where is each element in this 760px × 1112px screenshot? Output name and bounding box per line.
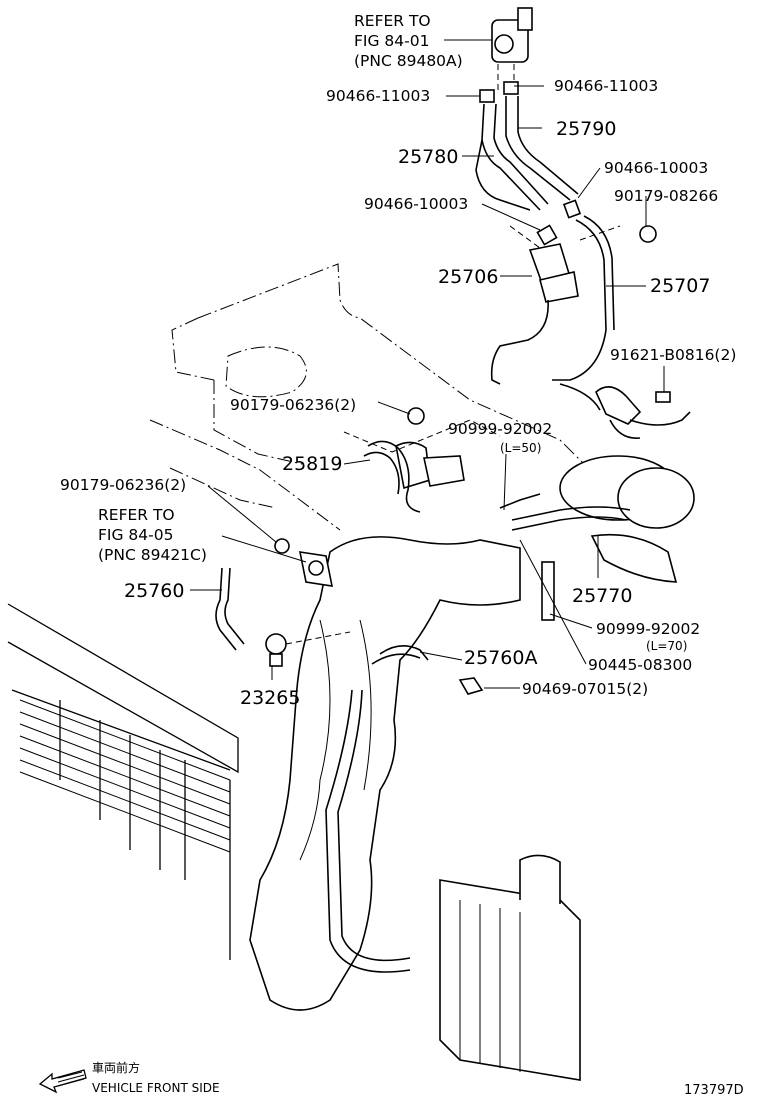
label-90179-08266: 90179-08266 <box>614 187 718 205</box>
label-25760a: 25760A <box>464 647 537 669</box>
intake-manifold-body <box>249 536 521 1011</box>
label-90999-92002-upper: 90999-92002 <box>448 420 552 438</box>
bracket-25706-25707 <box>490 215 657 385</box>
refer-fig-84-01-line2: FIG 84-01 <box>354 32 429 50</box>
label-90999-92002-lower: 90999-92002 <box>596 620 700 638</box>
sensor-bracket-right <box>559 383 691 439</box>
engine-outline <box>149 263 591 531</box>
radiator-grille <box>7 603 239 960</box>
illustration-id: 173797D <box>684 1083 744 1098</box>
label-90469-07015: 90469-07015(2) <box>522 680 648 698</box>
canister-lower-right <box>439 854 581 1081</box>
vsv-assembly-top <box>491 7 533 90</box>
label-90179-06236-lower: 90179-06236(2) <box>60 476 186 494</box>
refer-fig-84-01-line3: (PNC 89480A) <box>354 52 463 70</box>
refer-fig-84-05-line1: REFER TO <box>98 506 175 524</box>
arrow-left-icon <box>38 1069 87 1094</box>
label-25780: 25780 <box>398 146 458 168</box>
hose-25760-part <box>215 567 245 651</box>
label-25760: 25760 <box>124 580 184 602</box>
intake-pipe-25770 <box>499 455 695 621</box>
vsv-25819 <box>343 407 501 513</box>
hose-25780-25790 <box>475 81 582 246</box>
label-90179-06236-upper: 90179-06236(2) <box>230 396 356 414</box>
label-90466-10003-left: 90466-10003 <box>364 195 468 213</box>
label-23265: 23265 <box>240 687 300 709</box>
label-90466-11003-right: 90466-11003 <box>554 77 658 95</box>
label-91621-b0816: 91621-B0816(2) <box>610 346 736 364</box>
label-90466-11003-left: 90466-11003 <box>326 87 430 105</box>
refer-fig-84-01-line1: REFER TO <box>354 12 431 30</box>
label-25706: 25706 <box>438 266 498 288</box>
label-25790: 25790 <box>556 118 616 140</box>
vehicle-front-side-label: VEHICLE FRONT SIDE <box>92 1081 220 1095</box>
label-90445-08300: 90445-08300 <box>588 656 692 674</box>
leader-lines <box>190 39 665 695</box>
refer-fig-84-05-line3: (PNC 89421C) <box>98 546 207 564</box>
vehicle-front-side-jp: 車両前方 <box>92 1060 140 1075</box>
label-25707: 25707 <box>650 275 710 297</box>
label-90999-92002-lower-length: (L=70) <box>646 639 687 653</box>
sensor-23265-part <box>265 631 351 667</box>
label-25819: 25819 <box>282 453 342 475</box>
label-90466-10003-right: 90466-10003 <box>604 159 708 177</box>
label-25770: 25770 <box>572 585 632 607</box>
refer-8405-part <box>274 538 334 587</box>
label-90999-92002-upper-length: (L=50) <box>500 441 541 455</box>
refer-fig-84-05-line2: FIG 84-05 <box>98 526 173 544</box>
